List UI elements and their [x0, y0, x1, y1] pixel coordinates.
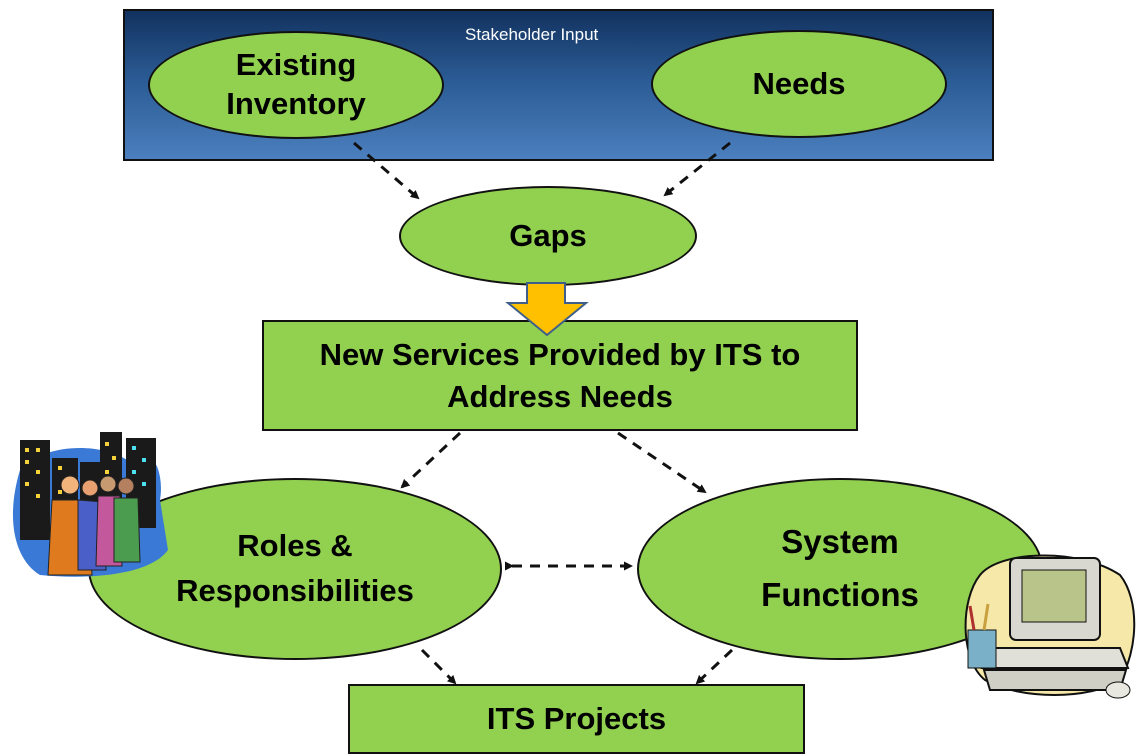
system-functions-label: System Functions [761, 523, 919, 613]
existing-inventory-node: Existing Inventory [148, 31, 444, 139]
its-projects-label: ITS Projects [486, 701, 667, 737]
arrow-inventory-to-gaps [353, 141, 420, 200]
system-functions-node: System Functions [637, 478, 1043, 660]
arrow-roles-to-projects [420, 648, 457, 685]
its-projects-box: ITS Projects [348, 684, 805, 754]
new-services-label: New Services Provided by ITS to Address … [319, 336, 801, 414]
gaps-node: Gaps [399, 186, 697, 286]
arrow-services-to-functions [617, 431, 707, 494]
arrow-needs-to-gaps [663, 141, 731, 197]
needs-label: Needs [752, 65, 846, 101]
new-services-box: New Services Provided by ITS to Address … [262, 320, 858, 431]
existing-inventory-label: Existing Inventory [226, 47, 366, 121]
gaps-label: Gaps [509, 217, 587, 253]
process-block-arrow [505, 282, 589, 337]
people-city-illustration [12, 432, 168, 577]
stakeholder-input-label: Stakeholder Input [465, 25, 599, 44]
arrow-services-to-roles [400, 431, 462, 489]
needs-node: Needs [651, 30, 947, 138]
computer-desk-illustration [964, 554, 1136, 699]
arrow-functions-to-projects [695, 648, 734, 685]
roles-responsibilities-label: Roles & Responsibilities [176, 528, 414, 608]
